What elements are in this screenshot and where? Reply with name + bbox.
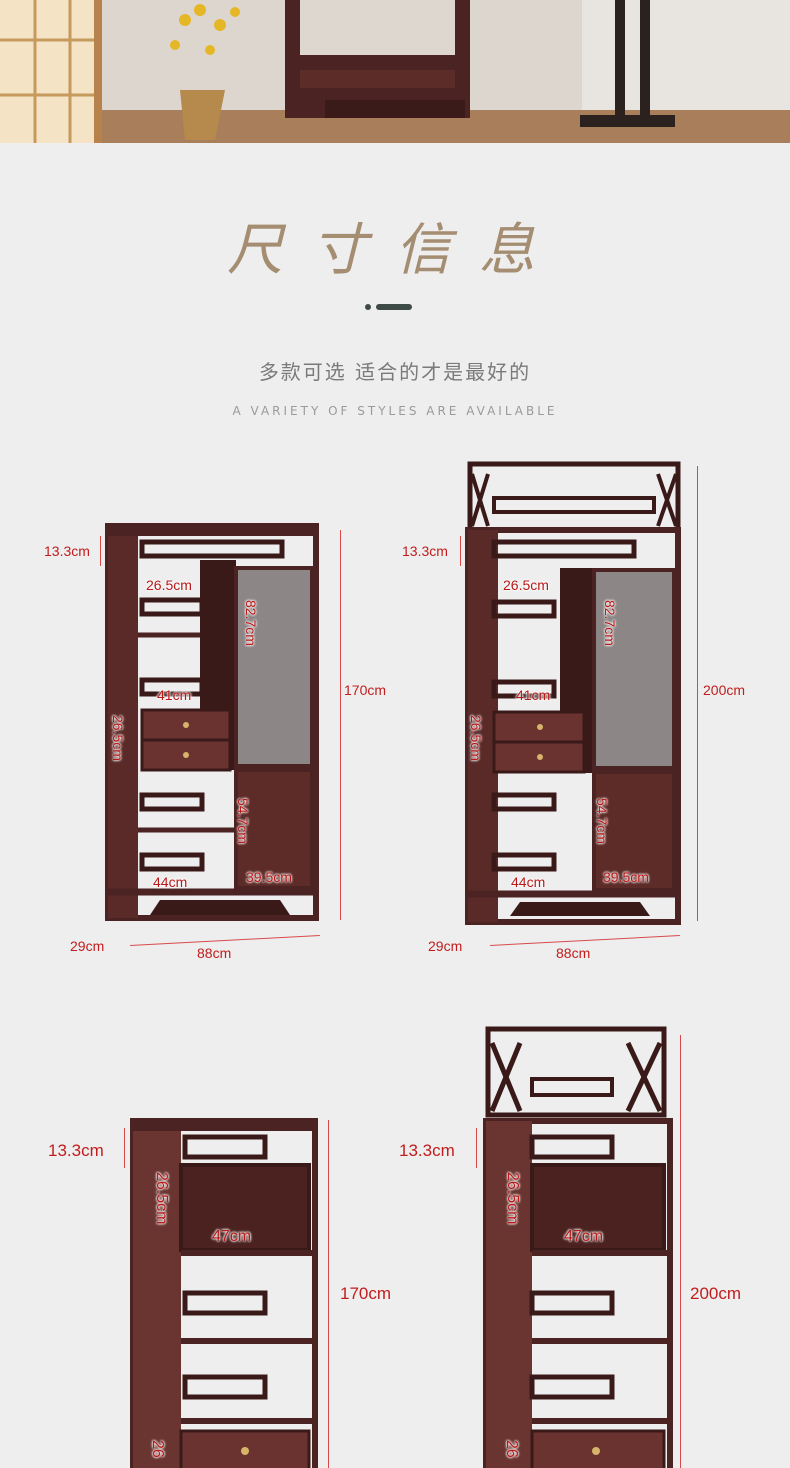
p2-left-width: 44cm — [511, 874, 546, 890]
p2-shelf: 26.5cm — [503, 577, 549, 593]
divider-dots — [365, 304, 412, 310]
p2-width: 88cm — [556, 945, 591, 961]
p1-width: 88cm — [197, 945, 232, 961]
p1-left-width: 44cm — [153, 874, 188, 890]
p4-height: 200cm — [690, 1284, 742, 1303]
p4-bottom: 26 — [503, 1440, 520, 1458]
subtitle-cn: 多款可选 适合的才是最好的 — [258, 360, 532, 384]
p1-shelf: 26.5cm — [146, 577, 192, 593]
p2-depth: 29cm — [428, 938, 463, 954]
bookcase-170-glass — [105, 523, 319, 921]
p4-inner-width: 47cm — [564, 1228, 604, 1245]
p3-inner-width: 47cm — [212, 1228, 252, 1245]
p1-height: 170cm — [344, 682, 387, 698]
p2-right-width: 39.5cm — [603, 869, 649, 885]
bookcase-200-glass — [465, 461, 681, 925]
p3-top: 13.3cm — [48, 1141, 104, 1160]
p2-drawer-height: 26.5cm — [468, 715, 484, 761]
p1-drawer-width: 41cm — [157, 687, 192, 703]
p4-shelf: 26.5cm — [504, 1172, 521, 1225]
subtitle-en: A VARIETY OF STYLES ARE AVAILABLE — [232, 404, 558, 418]
p2-cabinet: 54.7cm — [594, 798, 610, 844]
p1-drawer-height: 26.5cm — [110, 715, 126, 761]
p2-height: 200cm — [703, 682, 746, 698]
p1-door: 82.7cm — [243, 600, 259, 646]
p3-bottom: 26 — [149, 1440, 166, 1458]
p3-shelf: 26.5cm — [153, 1172, 170, 1225]
p1-top: 13.3cm — [44, 543, 90, 559]
p3-height: 170cm — [340, 1284, 392, 1303]
section-title: 尺寸信息 — [227, 218, 563, 283]
hero-photo — [0, 0, 790, 143]
p2-door: 82.7cm — [602, 600, 618, 646]
p1-cabinet: 54.7cm — [235, 798, 251, 844]
p1-depth: 29cm — [70, 938, 105, 954]
p1-right-width: 39.5cm — [246, 869, 292, 885]
bookcase-200-open — [483, 1026, 673, 1468]
p2-drawer-width: 41cm — [516, 687, 551, 703]
p2-top: 13.3cm — [402, 543, 448, 559]
p4-top: 13.3cm — [399, 1141, 455, 1160]
bookcase-170-open — [130, 1118, 318, 1468]
